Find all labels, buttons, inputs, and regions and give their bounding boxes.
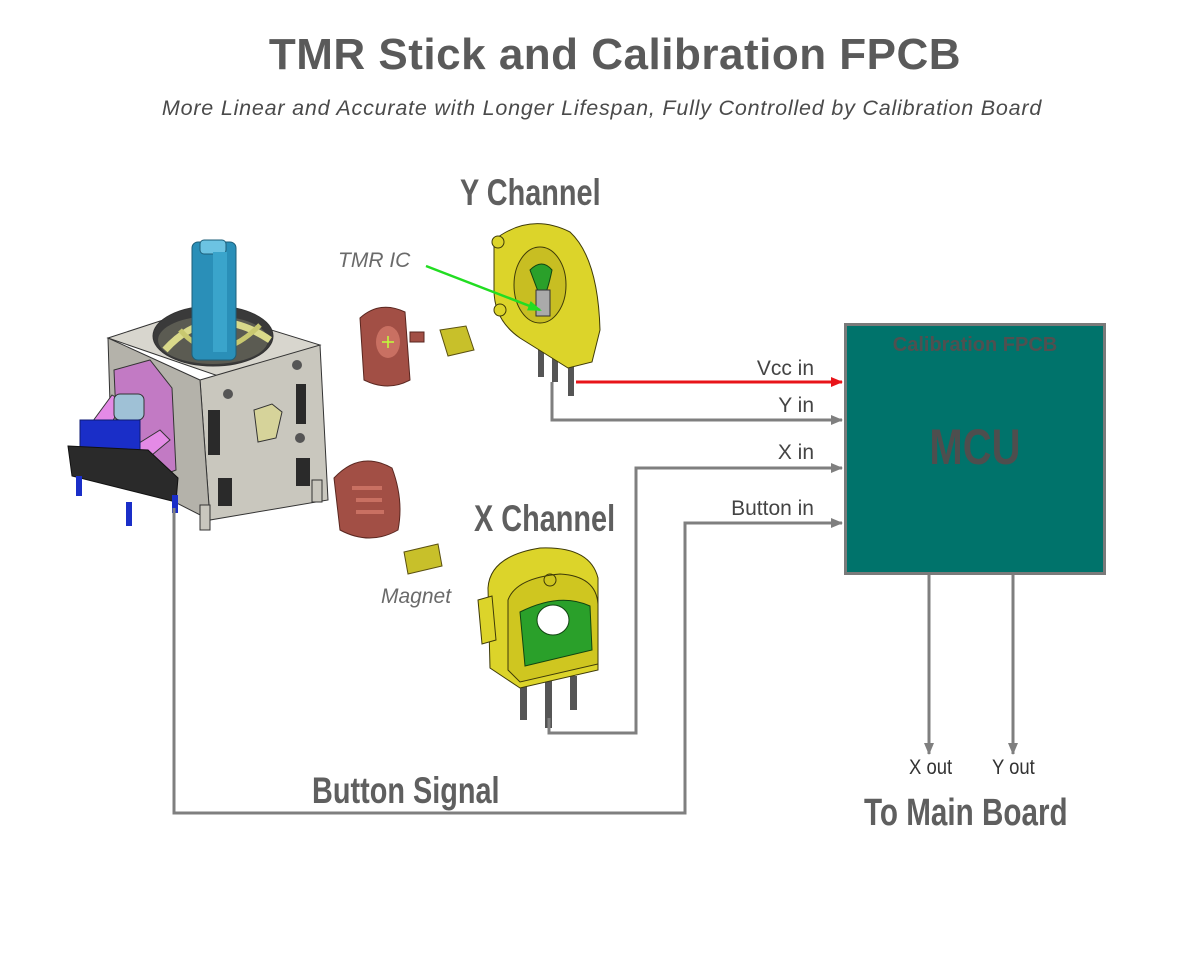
button-in-label: Button in [731,497,814,520]
wire-button-in [172,508,843,815]
x-rotor-illustration [333,460,401,539]
tmr-ic-label: TMR IC [338,249,411,272]
vcc-in-label: Vcc in [756,357,814,380]
y-channel-label: Y Channel [460,172,601,213]
y-channel-sensor-illustration [491,223,601,396]
y-magnet-illustration [439,325,475,357]
calibration-fpcb-label: Calibration FPCB [892,334,1058,356]
tmr-ic-pointer-arrow [425,264,542,312]
wire-y-in [550,382,843,425]
to-main-board-label: To Main Board [864,792,1068,834]
wire-x-in [547,463,843,735]
x-channel-sensor-illustration [477,547,599,728]
x-in-label: X in [777,441,814,464]
page-subtitle: More Linear and Accurate with Longer Lif… [161,96,1043,120]
mcu-label: MCU [929,419,1021,475]
button-signal-label: Button Signal [312,770,500,811]
x-out-label: X out [909,756,953,779]
x-magnet-illustration [403,543,443,575]
y-out-label: Y out [992,756,1035,779]
y-rotor-illustration [359,306,425,387]
calibration-fpcb-mcu-block: Calibration FPCB MCU [844,323,1106,575]
x-channel-label: X Channel [474,498,616,539]
mcu-label-wrapper: MCU [847,418,1103,476]
y-in-label: Y in [778,394,814,417]
page-title: TMR Stick and Calibration FPCB [268,30,962,79]
magnet-label: Magnet [381,585,452,608]
joystick-module-illustration [67,239,329,531]
